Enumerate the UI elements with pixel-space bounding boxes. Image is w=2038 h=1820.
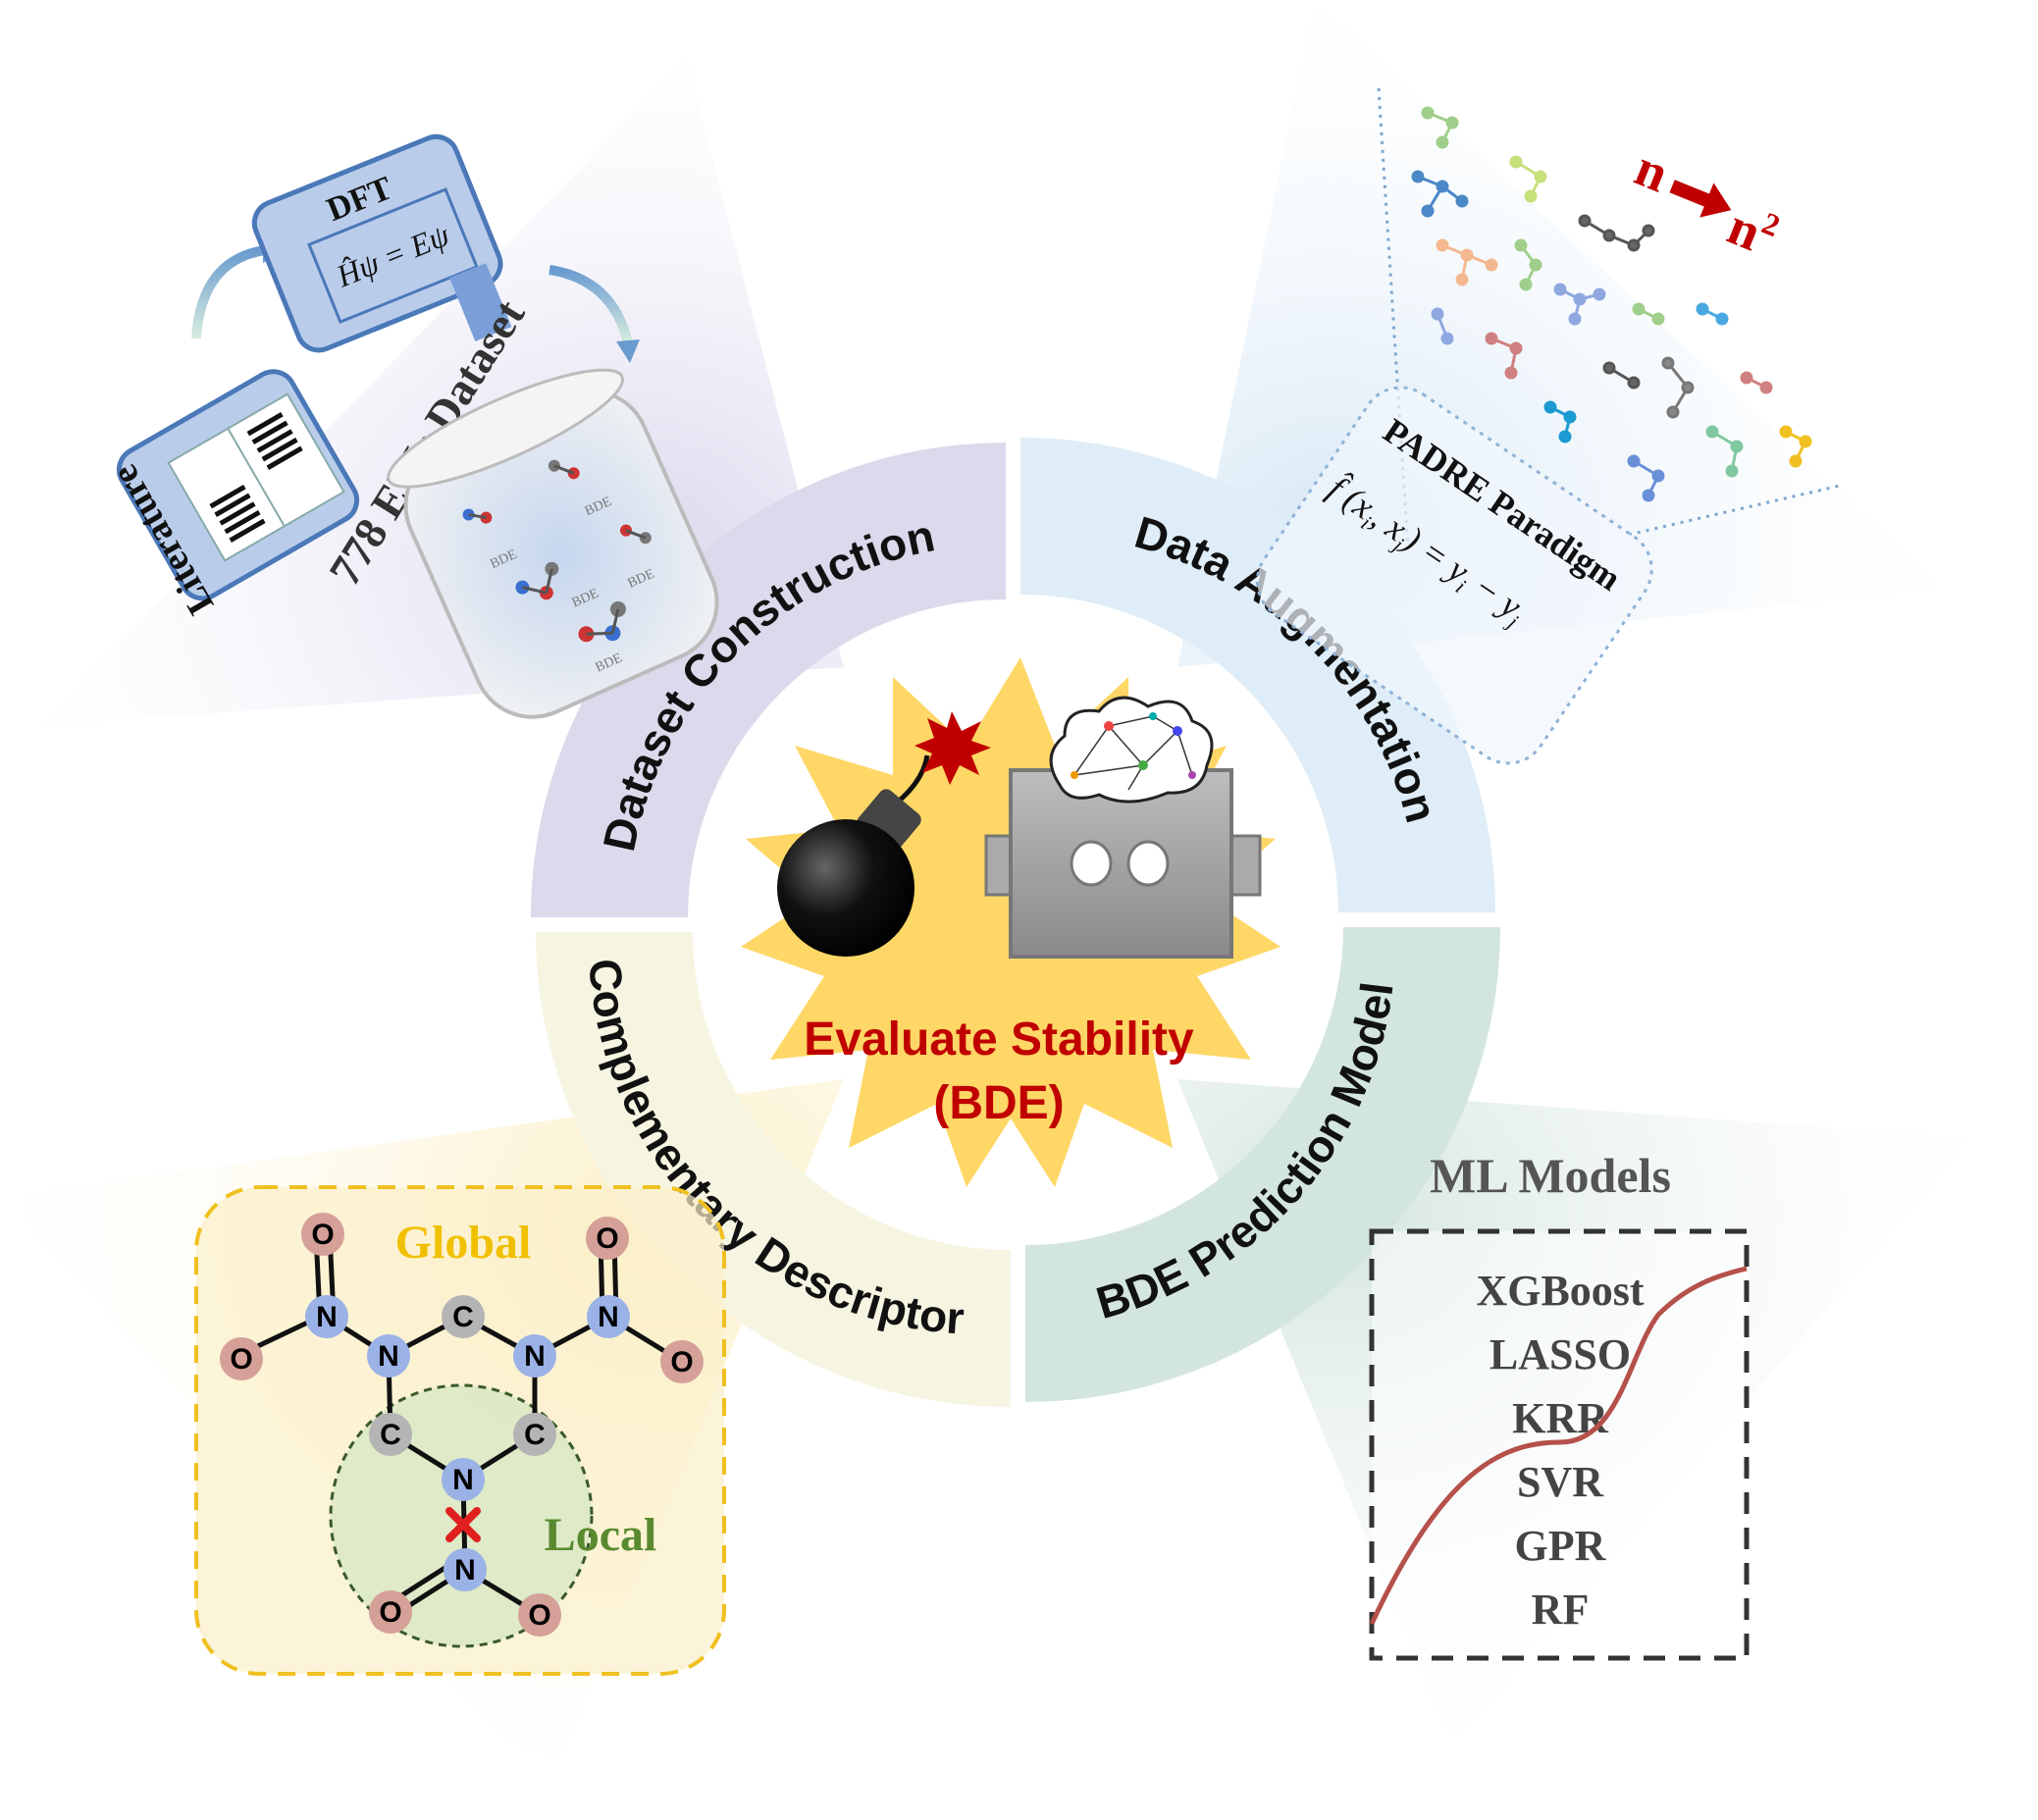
dft-monitor: DFT Ĥψ = Eψ <box>251 133 512 353</box>
dataset-drum: BDE BDE BDE BDE BDE <box>387 368 719 719</box>
ring-q2 <box>1020 438 1495 912</box>
atom-c: C <box>524 1419 546 1451</box>
model-item: LASSO <box>1489 1330 1631 1378</box>
n-squared-label: n2 <box>1720 193 1785 268</box>
literature-card: Literature <box>104 369 360 621</box>
dataset-panel: Literature DFT Ĥψ = Eψ 778 EMs Dataset <box>104 133 719 719</box>
book-icon <box>167 392 345 562</box>
robot-icon <box>984 696 1262 959</box>
model-item: XGBoost <box>1476 1267 1644 1315</box>
center-subtitle: (BDE) <box>933 1077 1064 1129</box>
atom-n: N <box>454 1554 476 1586</box>
atom-n: N <box>378 1340 399 1373</box>
ring-q1 <box>531 442 1006 917</box>
quadrant-ring <box>531 438 1500 1407</box>
atom-o: O <box>670 1346 693 1378</box>
atom-o: O <box>596 1222 618 1255</box>
model-item: KRR <box>1512 1394 1609 1442</box>
red-arrow-icon <box>1669 180 1732 218</box>
atom-c: C <box>452 1301 474 1333</box>
local-label: Local <box>545 1509 657 1561</box>
brain-network-icon <box>1049 696 1214 804</box>
atom-n: N <box>524 1340 546 1373</box>
ring-q3 <box>1025 927 1500 1402</box>
ring-q4 <box>536 932 1011 1407</box>
bomb-icon <box>777 711 991 957</box>
fit-curve <box>1369 1266 1748 1626</box>
descriptor-panel: Global Local O O N N C O O N <box>194 1185 726 1676</box>
atom-o: O <box>311 1219 334 1251</box>
model-item: SVR <box>1517 1458 1604 1506</box>
atom-o: O <box>528 1599 550 1632</box>
models-panel: ML Models XGBoost LASSO KRR SVR GPR RF <box>1369 1148 1750 1661</box>
atom-n: N <box>452 1464 474 1496</box>
global-label: Global <box>395 1217 532 1269</box>
atom-n: N <box>598 1301 619 1333</box>
atom-o: O <box>379 1596 401 1629</box>
model-item: GPR <box>1515 1522 1607 1570</box>
atom-c: C <box>380 1419 401 1451</box>
atom-o: O <box>230 1343 252 1376</box>
bond-break-icon <box>445 1507 481 1542</box>
molecule-scatter <box>1411 106 1812 502</box>
molecule-cluster <box>462 459 652 643</box>
atom-n: N <box>316 1301 338 1333</box>
center-title: Evaluate Stability <box>804 1014 1194 1066</box>
molecule-atoms: O O N N C O O N N C C N N O O <box>220 1213 704 1637</box>
model-item: RF <box>1532 1586 1590 1634</box>
n-label: n <box>1627 138 1676 204</box>
n-to-n2: n n2 <box>1627 138 1785 268</box>
ml-models-title: ML Models <box>1430 1148 1671 1203</box>
